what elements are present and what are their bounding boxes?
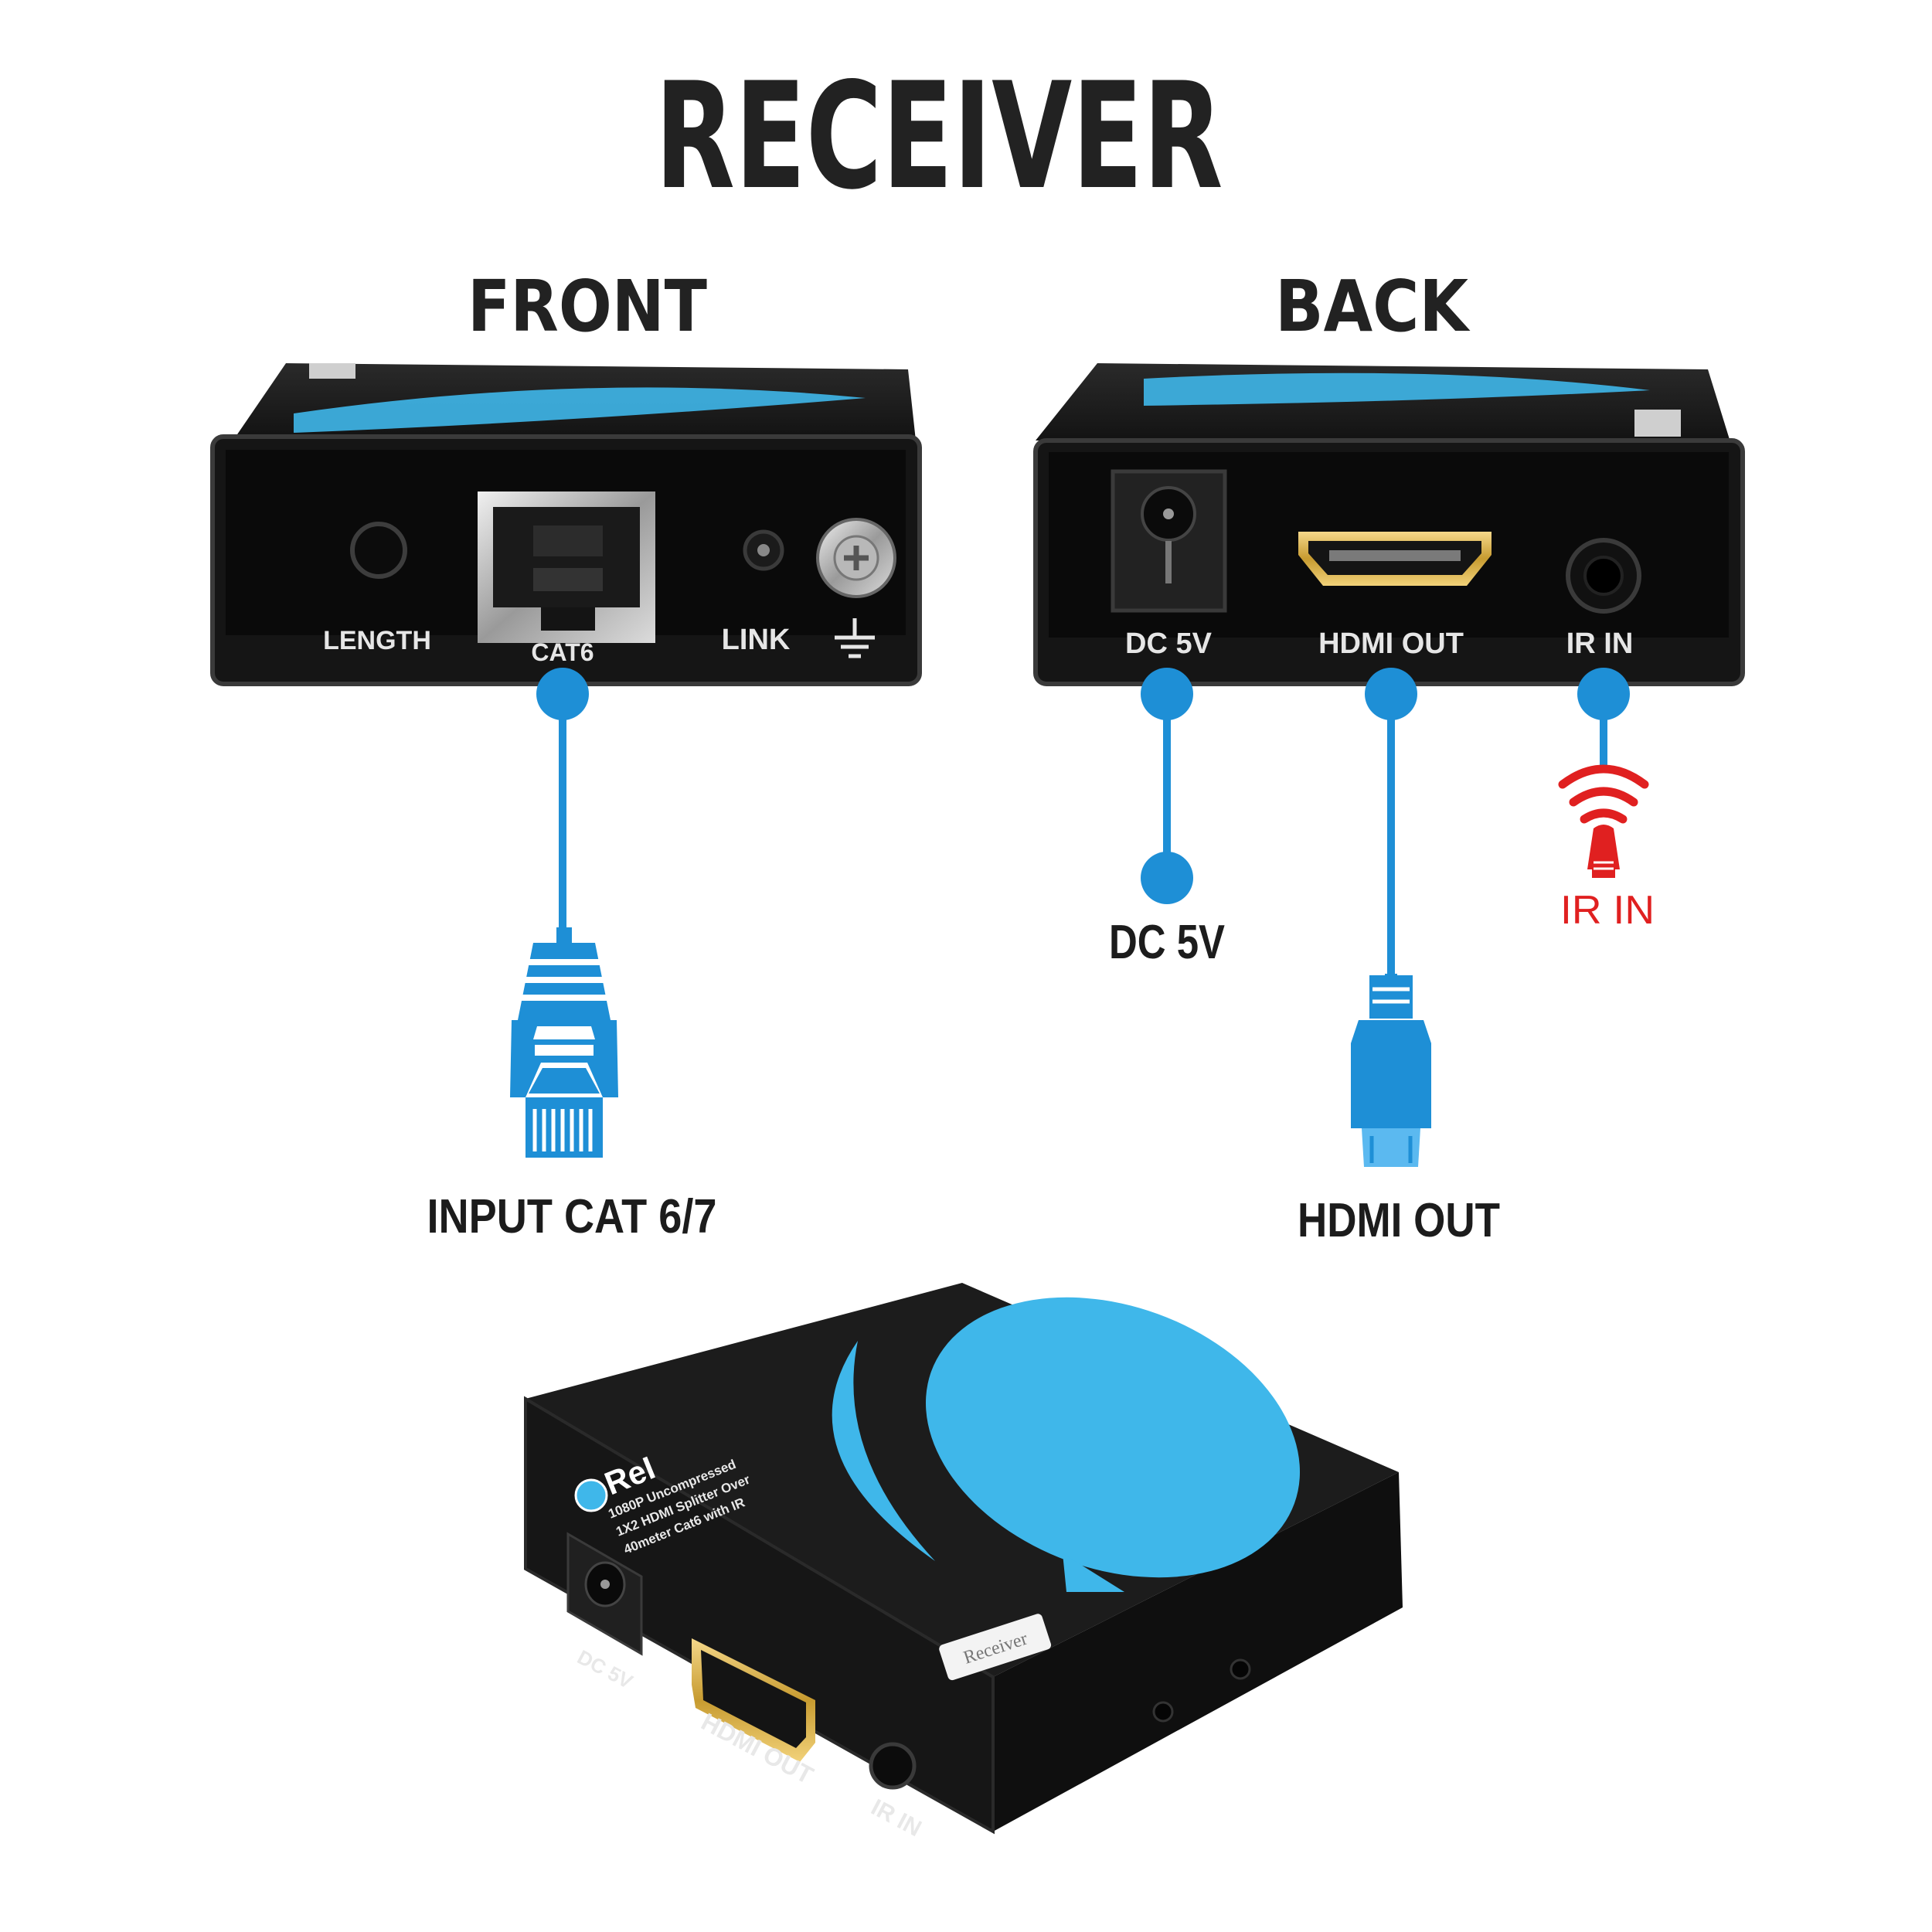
length-label: LENGTH	[323, 626, 431, 655]
ground-icon	[835, 618, 875, 658]
device-ir-jack	[869, 1742, 917, 1790]
device-dc-label: DC 5V	[573, 1645, 637, 1694]
ir-emitter	[1587, 825, 1620, 878]
ir-remote-icon	[1558, 764, 1649, 824]
front-panel-device: LENGTH CAT6 LINK	[210, 363, 922, 686]
hdmi-plug-icon	[1351, 974, 1431, 1167]
callout-ir: IR IN	[1560, 888, 1655, 933]
back-panel-device: DC 5V HDMI OUT IR IN	[1033, 363, 1745, 686]
link-label: LINK	[722, 624, 791, 656]
callout-lines	[559, 694, 1607, 978]
back-hdmi-label: HDMI OUT	[1318, 628, 1464, 660]
length-button	[350, 522, 407, 579]
front-heading: FRONT	[468, 265, 707, 348]
callout-hdmi: HDMI OUT	[1298, 1194, 1500, 1247]
ir-jack	[1566, 538, 1641, 614]
page-title: RECEIVER	[655, 51, 1223, 222]
hdmi-port	[1298, 532, 1492, 586]
callout-input: INPUT CAT 6/7	[427, 1190, 717, 1243]
callout-dc: DC 5V	[1109, 916, 1225, 969]
receiver-device-3d: ReI 1080P Uncompressed 1X2 HDMI Splitter…	[524, 1283, 1403, 1842]
back-dc-label: DC 5V	[1125, 628, 1213, 660]
ethernet-plug-icon	[510, 927, 618, 1158]
device-ir-label: IR IN	[867, 1794, 926, 1842]
back-ir-label: IR IN	[1566, 628, 1634, 660]
cat6-port	[478, 492, 655, 643]
brand-logo-icon	[574, 1478, 608, 1512]
dc-jack	[1111, 469, 1227, 613]
back-heading: BACK	[1275, 265, 1471, 348]
ground-screw	[816, 518, 896, 598]
callout-dots	[536, 668, 1630, 904]
cat6-label: CAT6	[531, 638, 594, 666]
receiver-sticker	[939, 1614, 1052, 1681]
